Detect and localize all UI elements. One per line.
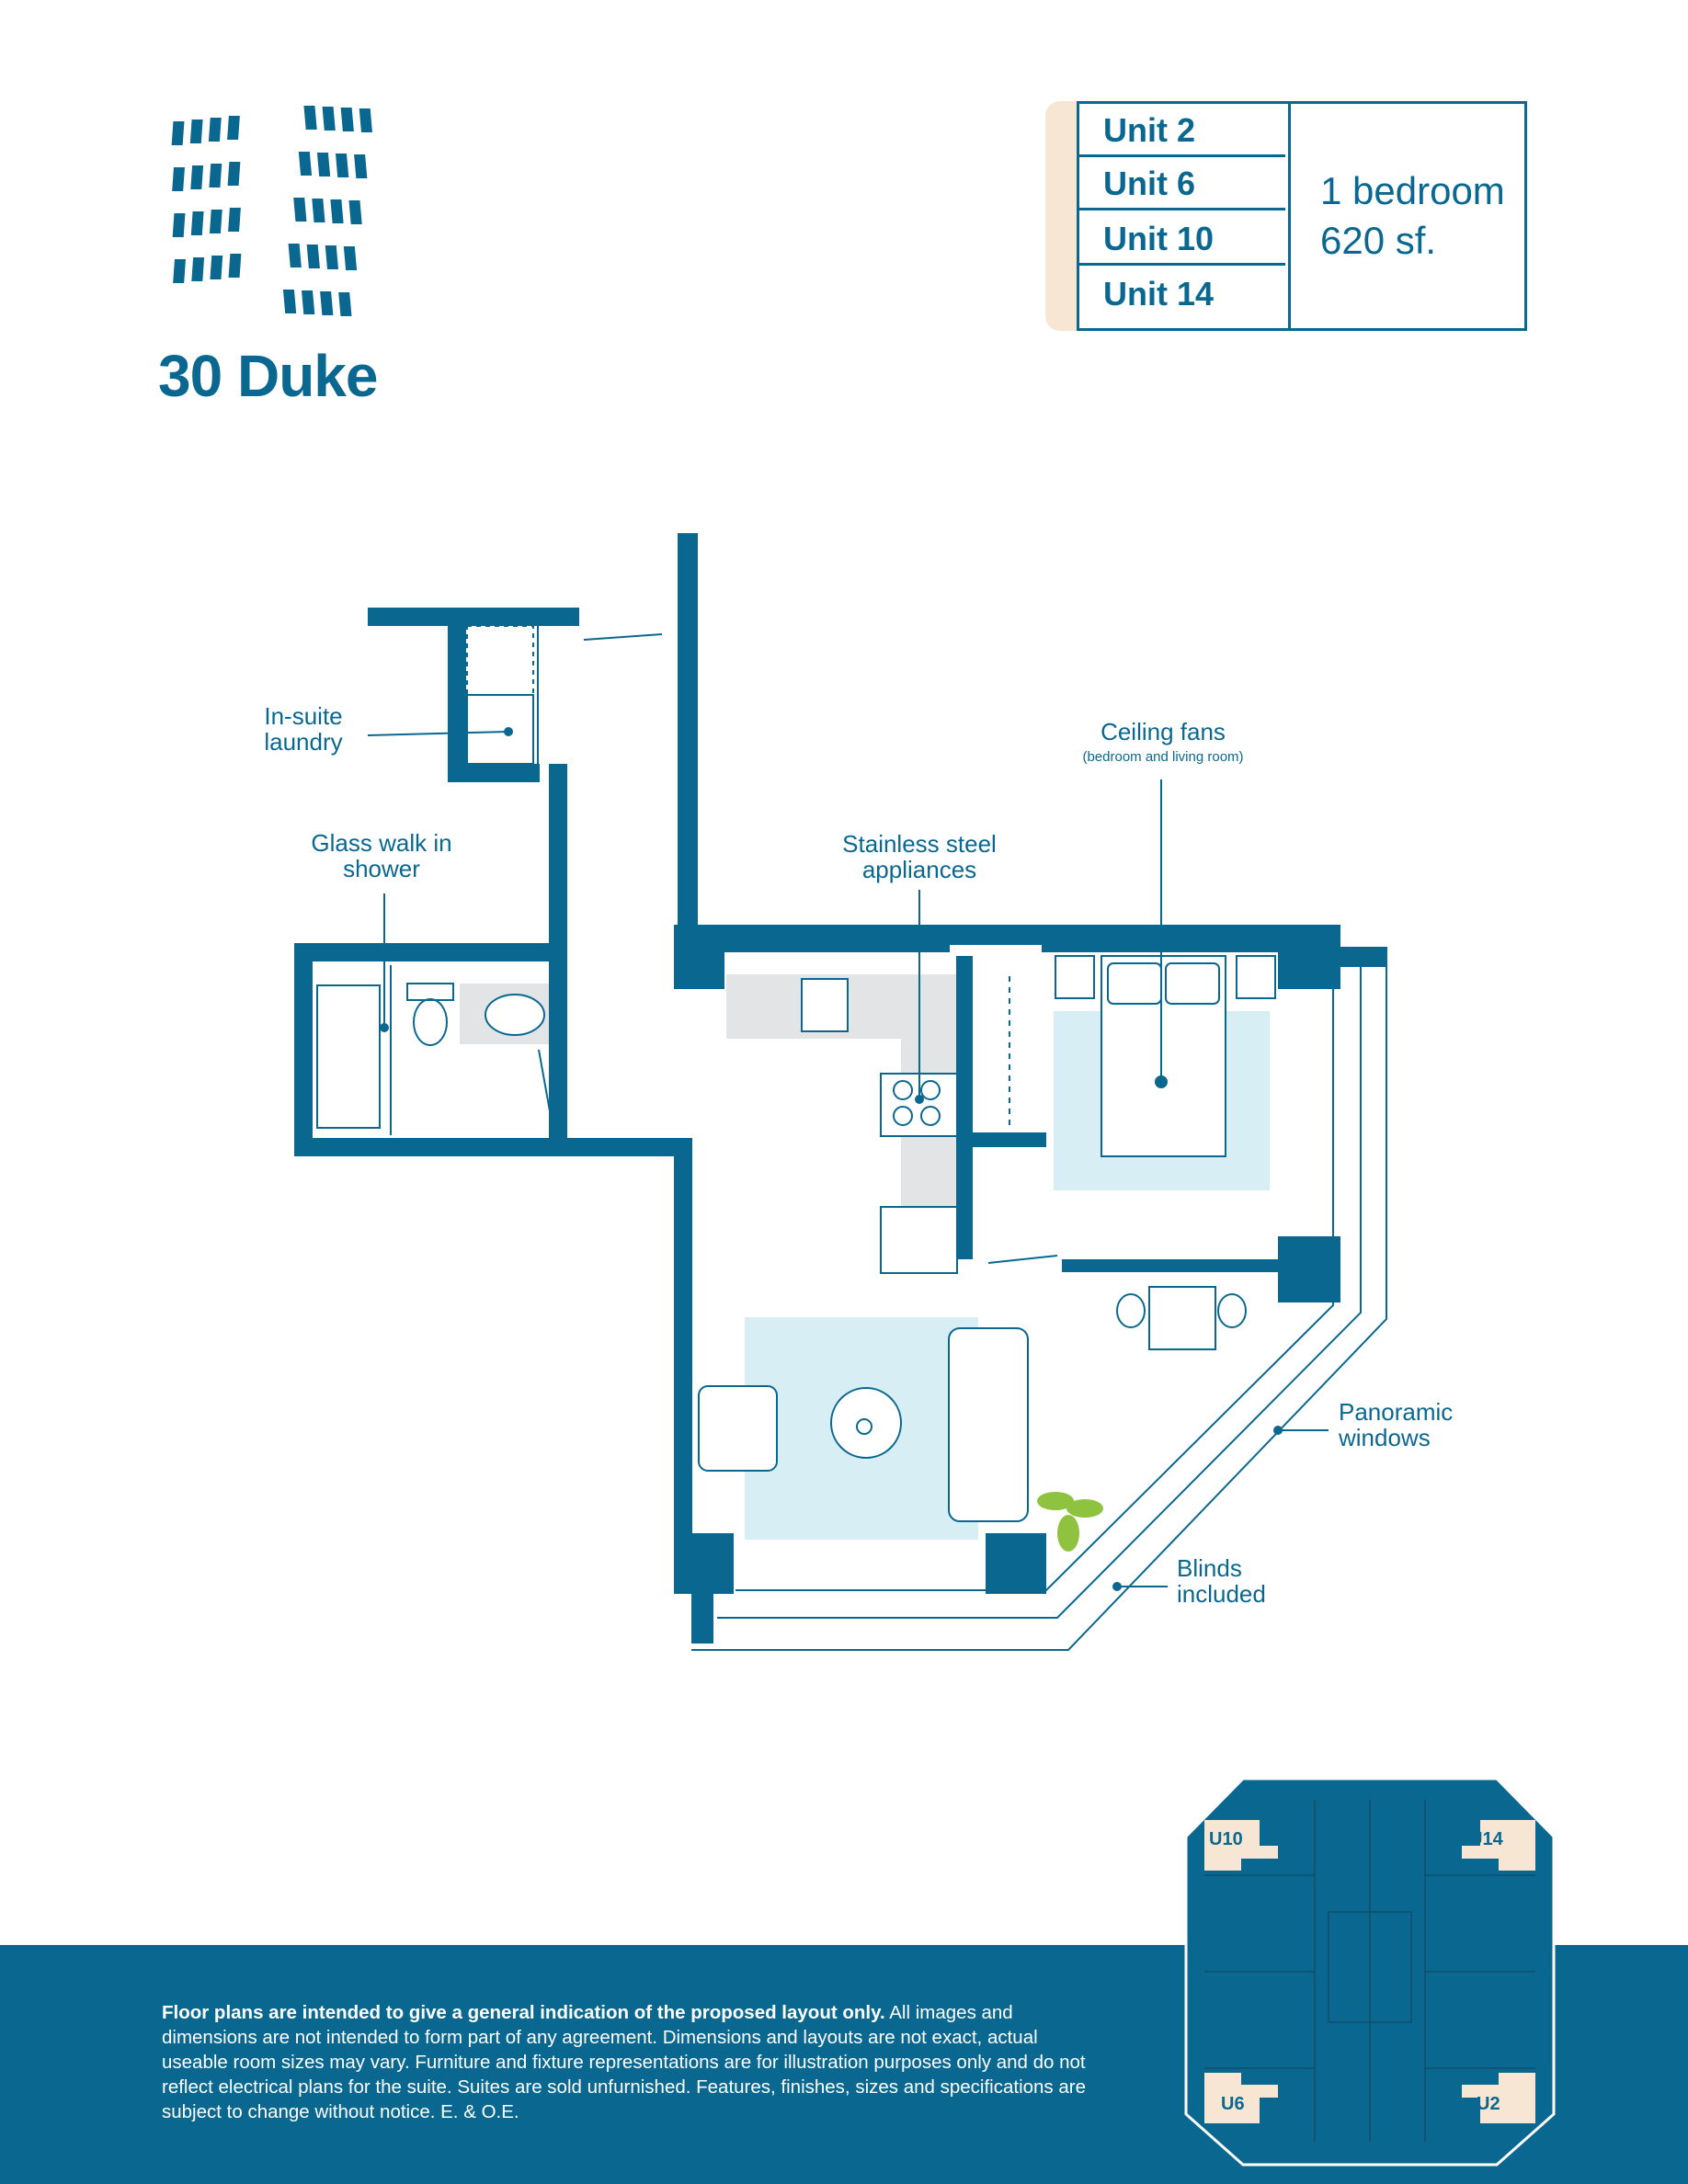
key-plan: U10 U14 U6 U2 [1177,1774,1563,2169]
keyplan-label: U14 [1469,1829,1504,1849]
laundry-units [466,625,539,765]
walls [294,533,1386,1644]
bedroom-count: 1 bedroom [1320,169,1505,212]
label-ceiling-fans: Ceiling fans (bedroom and living room) [1082,718,1244,765]
brand-name: 30 Duke [158,343,378,409]
keyplan-label: U10 [1209,1829,1243,1849]
keyplan-label: U6 [1221,2094,1245,2114]
unit-row: Unit 14 [1103,275,1215,313]
brand-logo [156,101,405,331]
ceiling-fan-icons [830,1075,1168,1459]
unit-row: Unit 6 [1079,157,1285,210]
unit-row: Unit 2 [1079,104,1285,157]
unit-row: Unit 10 [1079,212,1285,266]
disclaimer: Floor plans are intended to give a gener… [162,2002,1087,2122]
unit-table: Unit 2 Unit 6 Unit 10 Unit 14 1 bedroom … [1045,101,1527,331]
living-furniture [698,1286,1247,1522]
plant-icon [1037,1492,1103,1552]
unit-table-accent [1045,101,1077,331]
callout-lines [367,727,1329,1591]
bedroom-furniture [969,955,1276,1157]
keyplan-label: U2 [1477,2094,1500,2114]
unit-table-divider [1288,104,1291,328]
kitchen-appliances [801,978,958,1274]
keyplan-highlight [1204,1820,1535,2123]
windows [538,633,1387,1651]
unit-area: 620 sf. [1320,219,1437,262]
bathroom-fixtures [316,965,549,1135]
unit-info: 1 bedroom 620 sf. [1320,166,1505,266]
unit-table-box: Unit 2 Unit 6 Unit 10 Unit 14 1 bedroom … [1077,101,1527,331]
floor-plan [276,524,1416,1673]
